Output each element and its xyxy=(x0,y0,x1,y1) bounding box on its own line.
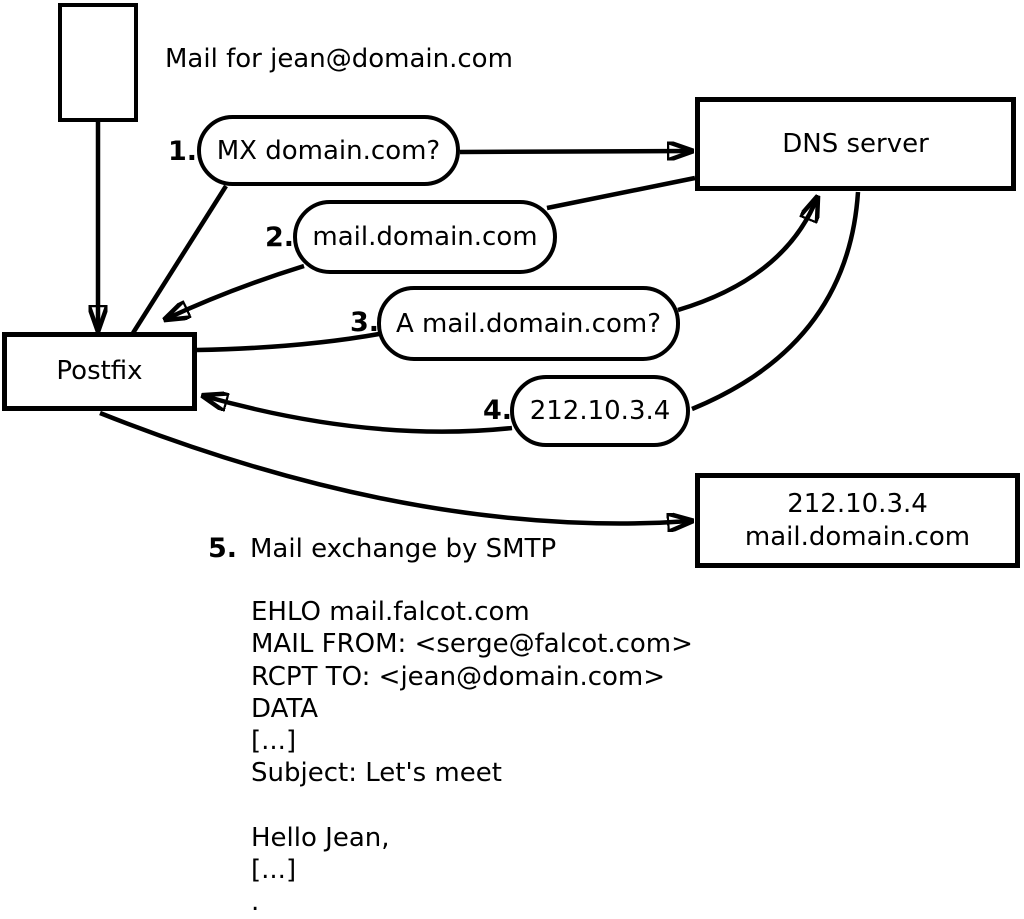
step-number-3: 3. xyxy=(350,307,380,338)
dns-server-node: DNS server xyxy=(695,97,1016,191)
smtp-line-ehlo: EHLO mail.falcot.com xyxy=(251,597,530,627)
step-pill-mx-query: MX domain.com? xyxy=(197,115,460,186)
smtp-session-transcript: EHLO mail.falcot.com MAIL FROM: <serge@f… xyxy=(251,596,693,919)
arrow-answer-a-to-postfix xyxy=(204,396,513,434)
step-number-5: 5. xyxy=(208,533,238,564)
step-5-label: Mail exchange by SMTP xyxy=(250,534,557,564)
step-pill-mx-query-label: MX domain.com? xyxy=(216,135,441,166)
mail-message-icon xyxy=(58,3,138,122)
mail-server-ip: 212.10.3.4 xyxy=(787,488,928,519)
step-pill-a-query-label: A mail.domain.com? xyxy=(396,308,661,339)
smtp-line-ellipsis-2: [...] xyxy=(251,855,297,885)
arrow-postfix-to-mailserver xyxy=(99,410,691,523)
arrow-query-a-to-dns xyxy=(677,198,817,313)
mail-server-node: 212.10.3.4 mail.domain.com xyxy=(695,473,1020,568)
dns-server-node-label: DNS server xyxy=(782,128,929,159)
step-number-2: 2. xyxy=(265,222,295,253)
step-number-4: 4. xyxy=(483,395,513,426)
step-pill-a-answer: 212.10.3.4 xyxy=(510,375,690,447)
arrow-query-mx-to-dns xyxy=(459,151,691,152)
step-pill-a-answer-label: 212.10.3.4 xyxy=(529,396,671,426)
smtp-line-subject: Subject: Let's meet xyxy=(251,758,502,789)
smtp-line-end-dot: . xyxy=(251,887,260,918)
line-postfix-to-query-mx xyxy=(131,184,228,335)
step-number-1: 1. xyxy=(168,136,198,167)
postfix-node-label: Postfix xyxy=(56,356,143,386)
smtp-line-blank xyxy=(251,790,693,822)
step-pill-a-query: A mail.domain.com? xyxy=(377,286,680,361)
smtp-line-rcpt-to: RCPT TO: <jean@domain.com> xyxy=(251,661,666,692)
mail-server-hostname: mail.domain.com xyxy=(744,521,971,552)
smtp-line-data: DATA xyxy=(251,693,318,724)
step-pill-mx-answer-label: mail.domain.com xyxy=(312,222,538,252)
line-postfix-to-query-a xyxy=(196,331,380,353)
smtp-line-mail-from: MAIL FROM: <serge@falcot.com> xyxy=(251,629,693,660)
arrow-answer-mx-to-postfix xyxy=(166,263,305,319)
diagram-title: Mail for jean@domain.com xyxy=(165,44,513,74)
step-pill-mx-answer: mail.domain.com xyxy=(293,200,557,274)
line-dns-to-answer-a xyxy=(691,191,861,412)
smtp-line-ellipsis-1: [...] xyxy=(251,726,297,756)
line-dns-to-answer-mx xyxy=(546,175,696,211)
smtp-line-greeting: Hello Jean, xyxy=(251,822,390,853)
postfix-node: Postfix xyxy=(2,332,197,411)
